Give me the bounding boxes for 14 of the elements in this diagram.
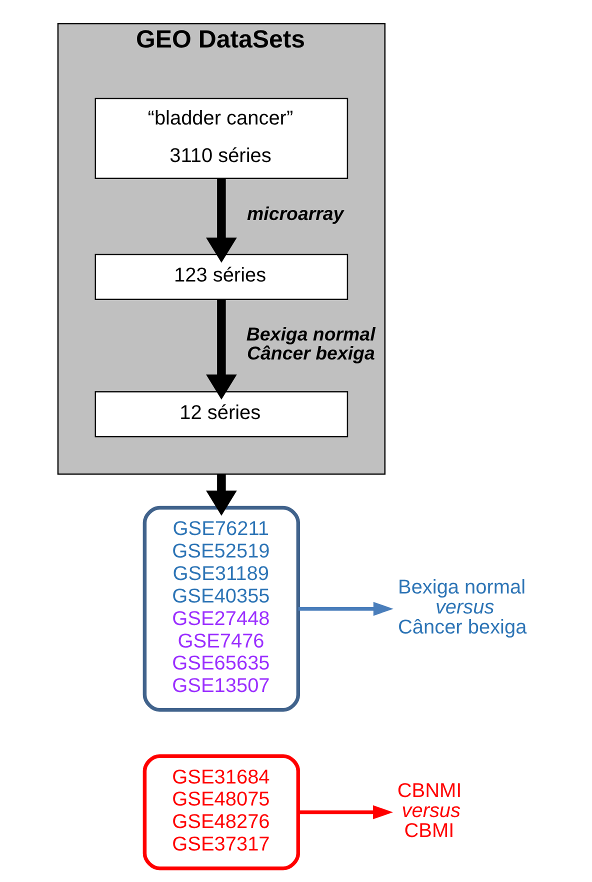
edge-label: Bexiga normal Câncer bexiga (246, 324, 376, 364)
node-box: 123 séries (94, 254, 348, 300)
arrow (206, 474, 237, 516)
arrow (206, 300, 237, 400)
node-box: “bladder cancer” 3110 séries (94, 98, 348, 179)
node-text: CBNMI versus CBMI (397, 780, 462, 842)
arrow (298, 805, 394, 820)
node-text: Bexiga normal versus Câncer bexiga (398, 576, 527, 639)
node-box: GSE31684 GSE48075 GSE48276 GSE37317 (142, 754, 300, 870)
node-box: 12 séries (94, 391, 348, 438)
edge-label: microarray (247, 203, 344, 224)
arrow (206, 178, 237, 263)
node-box: GSE76211 GSE52519 GSE31189 GSE40355 GSE27448 GSE7476 GSE65635 GSE13507 (142, 506, 300, 712)
arrow (298, 602, 394, 616)
